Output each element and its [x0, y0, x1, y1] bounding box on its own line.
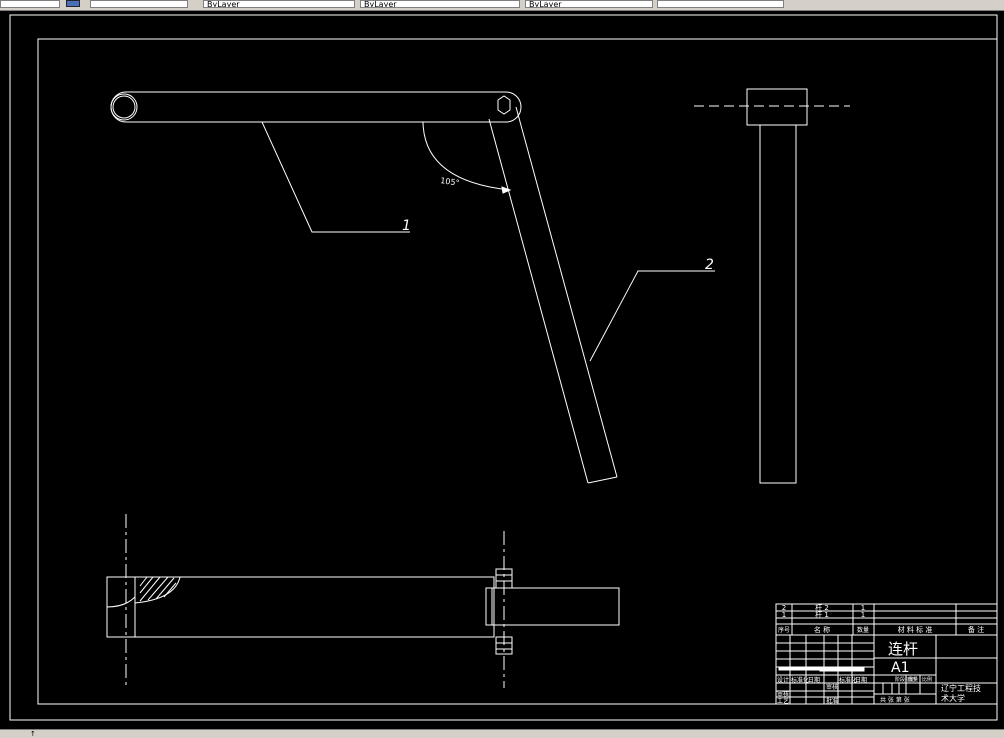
bom-row2-index: 2	[782, 604, 786, 612]
drawing-canvas[interactable]: 105° 1 2	[0, 11, 1004, 729]
label-standardize: 标准化	[791, 676, 809, 684]
part-name-title: 连杆	[888, 640, 918, 658]
bom-row1-index: 1	[782, 611, 786, 619]
section-hatching	[139, 576, 177, 602]
leader-line-1	[261, 121, 410, 233]
bom-header-name: 名 称	[814, 625, 830, 634]
drawing-svg[interactable]: 105° 1 2	[0, 11, 1004, 729]
leader-line-2	[589, 270, 715, 362]
bom-row1-name: 杆 1	[815, 610, 829, 619]
side-view	[694, 88, 850, 484]
toolbar-field-left[interactable]	[0, 0, 60, 8]
angle-dimension	[422, 121, 512, 194]
sheet-size-label: A1	[891, 660, 909, 676]
school-name-line1: 辽宁工程技	[941, 683, 981, 693]
status-bar: ↑	[0, 729, 1004, 738]
label-review-left: 审核	[777, 690, 789, 698]
top-view	[106, 514, 620, 688]
label-process: 工艺	[777, 697, 789, 705]
angle-dimension-text: 105°	[440, 176, 460, 188]
leader-label-2: 2	[705, 257, 714, 273]
bom-header-material: 材 料 标 准	[898, 625, 933, 634]
bom-row2-name: 杆 2	[815, 603, 829, 612]
leader-label-1: 1	[402, 218, 411, 234]
bolt-top	[495, 568, 513, 589]
ucs-icon: ↑	[30, 730, 36, 738]
bom-row2-qty: 1	[861, 604, 865, 612]
label-standardize-2: 标准化	[839, 676, 857, 684]
lineweight-control[interactable]: ByLayer	[525, 0, 653, 8]
inner-frame-border	[37, 38, 998, 705]
layer-manager-icon[interactable]	[66, 0, 80, 7]
label-approve: 批准	[826, 697, 838, 705]
properties-toolbar: ByLayer ByLayer ByLayer	[0, 0, 1004, 11]
pin-hole-left	[110, 93, 138, 121]
label-date2: 日期	[855, 676, 867, 684]
label-review: 审核	[826, 683, 838, 691]
link-part-1	[110, 91, 522, 123]
top-view-bar	[106, 576, 495, 638]
label-scale: 比例	[922, 676, 932, 683]
label-designer: 设计	[777, 676, 789, 684]
color-control[interactable]: ByLayer	[203, 0, 355, 8]
bom-row1-qty: 1	[861, 611, 865, 619]
bom-header-remark: 备 注	[968, 625, 984, 634]
linetype-control[interactable]: ByLayer	[360, 0, 520, 8]
bom-header-index: 序号	[778, 626, 790, 634]
link-part-2	[488, 106, 618, 484]
label-date1: 日期	[808, 676, 820, 684]
sheet-count-text: 共 张 第 张	[880, 696, 910, 704]
plotstyle-control[interactable]	[657, 0, 784, 8]
pin-hex-right	[497, 95, 511, 115]
label-weight: 重量	[908, 676, 918, 683]
label-stage-mark: 阶段标记	[895, 676, 915, 683]
school-name-line2: 术大学	[941, 693, 965, 703]
bolt-bottom	[495, 636, 513, 655]
bom-header-qty: 数量	[857, 626, 869, 634]
top-view-link2	[485, 587, 620, 626]
title-block	[775, 603, 998, 705]
toolbar-field-color[interactable]	[90, 0, 188, 8]
